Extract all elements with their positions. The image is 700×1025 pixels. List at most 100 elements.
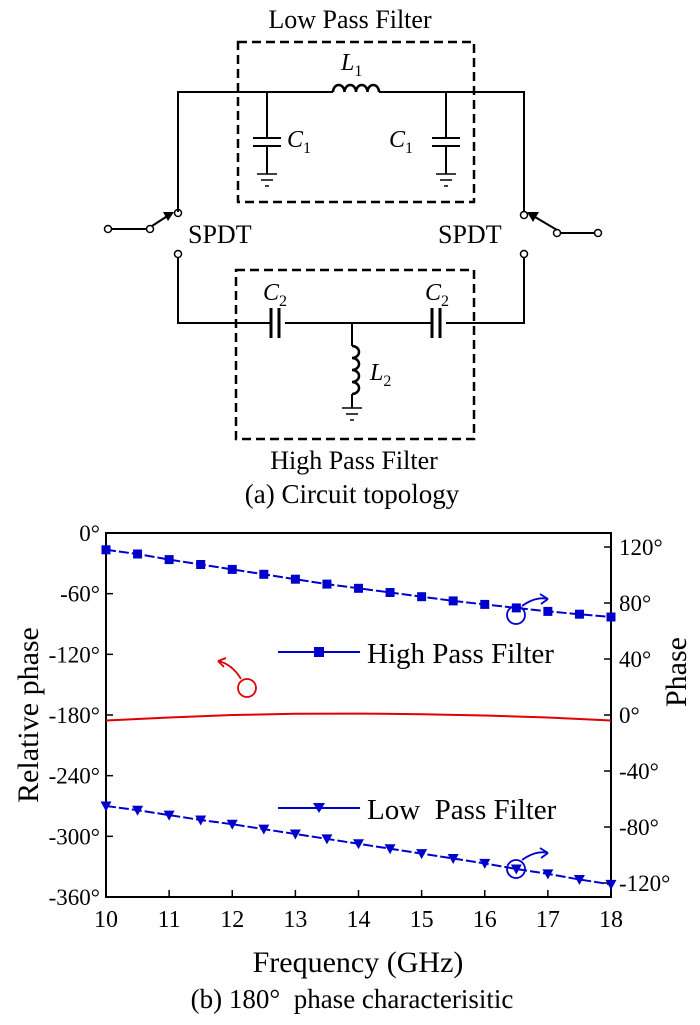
- data-point-triangle: [605, 879, 617, 890]
- hpf-title: High Pass Filter: [270, 446, 438, 475]
- capacitor-c1-left: [253, 92, 281, 187]
- y-right-tick-label: 120°: [619, 535, 663, 560]
- label-c2-left: C2: [263, 280, 287, 310]
- hpf-wire: [177, 258, 525, 324]
- data-point-square: [480, 599, 490, 609]
- series-layer: [100, 545, 617, 890]
- data-point-triangle: [195, 815, 207, 826]
- data-point-square: [196, 560, 206, 569]
- inductor-l1: [331, 83, 381, 93]
- data-point-square: [511, 603, 521, 613]
- lpf-box: [236, 40, 476, 204]
- spdt-switch-right: [519, 210, 603, 259]
- capacitor-c2-right: [430, 308, 442, 338]
- series-line-0: [105, 548, 612, 618]
- y-axis-left-label: Relative phase: [12, 627, 45, 803]
- y-right-tick-label: 0°: [619, 703, 640, 728]
- inductor-l2: [342, 323, 362, 421]
- label-c1-left: C1: [287, 127, 311, 157]
- data-point-square: [290, 574, 300, 584]
- x-tick-label: 13: [283, 907, 307, 933]
- lpf-wire: [177, 91, 525, 212]
- x-tick-label: 15: [410, 907, 434, 933]
- data-point-square: [543, 606, 553, 616]
- data-point-triangle: [100, 801, 112, 812]
- x-tick-label: 11: [158, 907, 181, 933]
- lpf-title: Low Pass Filter: [268, 5, 432, 34]
- data-point-triangle: [132, 805, 144, 816]
- label-c2-right: C2: [425, 280, 449, 310]
- data-point-square: [417, 592, 427, 602]
- arrow-left-icon: [217, 660, 242, 680]
- data-point-triangle: [479, 858, 491, 869]
- x-tick-label: 18: [599, 907, 623, 933]
- data-point-triangle: [416, 849, 428, 860]
- data-point-square: [448, 596, 458, 606]
- spdt-label-left: SPDT: [188, 220, 252, 249]
- label-c1-right: C1: [389, 127, 413, 157]
- hpf-axis-indicator: [506, 605, 526, 625]
- y-left-tick-label: -300°: [49, 824, 100, 849]
- spdt-label-right: SPDT: [438, 220, 502, 249]
- data-point-triangle: [226, 819, 238, 830]
- data-point-triangle: [447, 854, 459, 864]
- caption-a: (a) Circuit topology: [245, 479, 460, 509]
- y-right-tick-label: -80°: [619, 815, 659, 840]
- series-line-2: [105, 712, 612, 722]
- x-tick-label: 17: [536, 907, 560, 933]
- ground-icon: [436, 173, 456, 187]
- data-point-triangle: [384, 844, 396, 855]
- data-point-square: [354, 583, 363, 593]
- legend-hpf: High Pass Filter: [278, 638, 554, 670]
- x-tick-label: 14: [347, 907, 371, 933]
- data-point-square: [133, 549, 143, 559]
- ground-icon: [257, 173, 277, 187]
- data-point-square: [606, 612, 616, 622]
- data-point-square: [385, 588, 395, 597]
- y-left-tick-label: -60°: [60, 582, 100, 607]
- capacitor-c2-left: [269, 308, 281, 338]
- y-left-tick-label: -360°: [49, 885, 100, 910]
- label-l1: L1: [340, 50, 362, 80]
- data-point-square: [227, 564, 237, 574]
- legend-lpf: Low Pass Filter: [278, 794, 557, 826]
- data-point-triangle: [258, 824, 270, 835]
- y-left-tick-label: -240°: [49, 764, 100, 789]
- data-point-square: [574, 609, 584, 619]
- y-left-tick-label: 0°: [79, 521, 100, 546]
- circuit-labels: Low Pass Filter High Pass Filter SPDT SP…: [188, 5, 502, 509]
- data-point-square: [322, 579, 332, 589]
- spdt-switch-left: [103, 208, 183, 259]
- circuit-topology: [103, 40, 603, 441]
- y-right-tick-label: 80°: [619, 591, 651, 616]
- x-tick-label: 16: [473, 907, 497, 933]
- y-axis-right-label: Phase: [660, 637, 693, 707]
- data-point-triangle: [573, 875, 585, 885]
- hpf-box: [234, 268, 476, 441]
- relative-axis-indicator: [237, 678, 257, 698]
- data-point-triangle: [163, 810, 175, 821]
- data-point-triangle: [289, 829, 301, 840]
- y-right-tick-label: -40°: [619, 759, 659, 784]
- x-tick-label: 10: [94, 907, 118, 933]
- legend-lpf-label: Low Pass Filter: [367, 794, 557, 826]
- data-point-triangle: [321, 834, 333, 845]
- label-l2: L2: [369, 360, 391, 390]
- caption-b: (b) 180° phase characterisitic: [191, 984, 514, 1014]
- capacitor-c1-right: [432, 92, 460, 187]
- lpf-axis-indicator: [506, 859, 526, 879]
- data-point-triangle: [542, 869, 554, 880]
- data-point-square: [101, 545, 111, 555]
- legend-hpf-label: High Pass Filter: [367, 638, 554, 670]
- data-point-triangle: [510, 864, 522, 875]
- y-left-tick-label: -180°: [49, 703, 100, 728]
- ground-icon: [342, 407, 362, 421]
- y-right-tick-label: 40°: [619, 647, 651, 672]
- data-point-square: [259, 569, 269, 579]
- data-point-square: [164, 555, 174, 565]
- y-left-tick-label: -120°: [49, 642, 100, 667]
- data-point-triangle: [353, 839, 364, 850]
- x-axis-label: Frequency (GHz): [253, 946, 464, 979]
